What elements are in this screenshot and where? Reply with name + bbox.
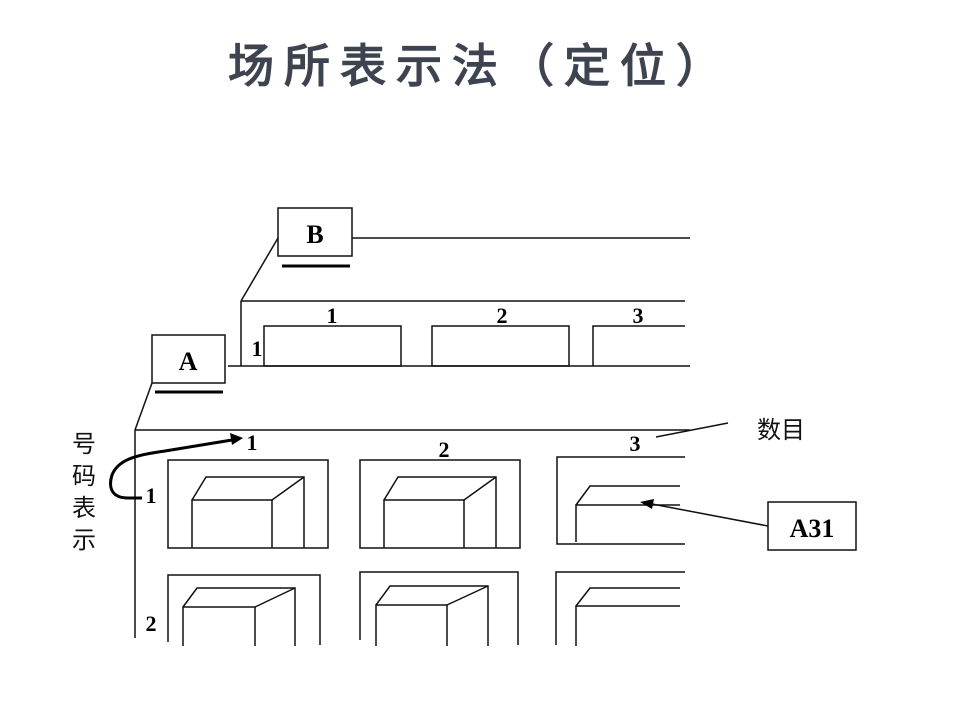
- warehouse-b-label: B: [306, 220, 323, 249]
- warehouse-a-row-label-1: 1: [146, 483, 157, 508]
- warehouse-b-col-label-3: 3: [633, 303, 644, 328]
- warehouse-a-col-label-2: 2: [439, 437, 450, 462]
- warehouse-a-label: A: [179, 347, 198, 376]
- svg-text:表: 表: [72, 494, 96, 522]
- bin-a-1-3: [556, 456, 685, 545]
- warehouse-b-label-box: B: [277, 207, 353, 268]
- location-code-arrowhead-icon: [640, 499, 654, 509]
- warehouse-a-label-box: A: [151, 334, 226, 394]
- warehouse-b-connector: [240, 237, 279, 302]
- warehouse-a-connector: [134, 382, 153, 431]
- bin-a-2-1: [167, 574, 321, 646]
- svg-text:示: 示: [72, 526, 96, 554]
- warehouse-a-shelf: 1 2 3 1 2: [134, 429, 690, 646]
- warehouse-b-shelf: 1 1 2 3: [228, 300, 690, 367]
- quantity-callout-line: [655, 422, 729, 438]
- bin-a-1-1: [167, 459, 329, 549]
- page-title: 场所表示法（定位）: [228, 39, 732, 93]
- warehouse-a-col-label-1: 1: [247, 430, 258, 455]
- location-code-box: A31: [767, 501, 857, 551]
- bin-a-2-2: [359, 571, 519, 646]
- number-notation-arrow-icon: [109, 433, 243, 500]
- warehouse-b-col-label-2: 2: [497, 303, 508, 328]
- bin-a-1-2: [359, 459, 521, 549]
- location-code-label: A31: [790, 514, 835, 543]
- warehouse-a-row-label-2: 2: [146, 611, 157, 636]
- svg-text:码: 码: [72, 462, 96, 490]
- warehouse-a-col-label-3: 3: [630, 431, 641, 456]
- quantity-label: 数目: [757, 416, 805, 444]
- bin-a-2-3: [555, 571, 685, 646]
- location-code-arrow-line: [651, 503, 769, 527]
- number-notation-label: 号 码 表 示: [72, 430, 96, 554]
- warehouse-b-col-label-1: 1: [327, 303, 338, 328]
- svg-text:号: 号: [72, 430, 96, 458]
- warehouse-b-row-label: 1: [252, 336, 263, 361]
